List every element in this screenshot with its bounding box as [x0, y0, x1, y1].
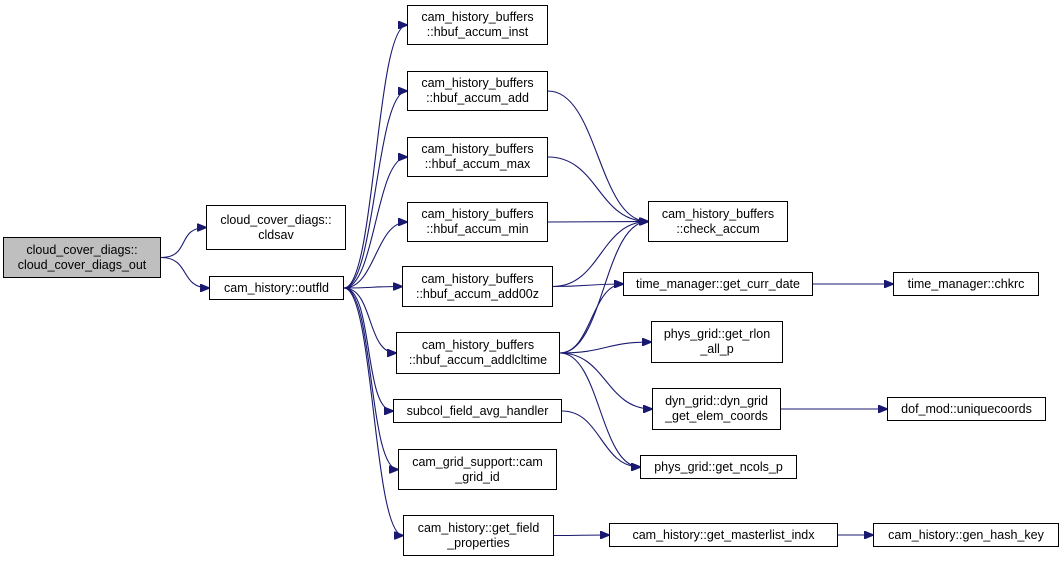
node-label-line: ::check_accum	[676, 221, 760, 236]
node-gen-hash-key[interactable]: cam_history::gen_hash_key	[873, 523, 1059, 547]
node-dyn-grid-get-elem-coords[interactable]: dyn_grid::dyn_grid _get_elem_coords	[652, 388, 781, 430]
node-label-line: time_manager::chkrc	[907, 276, 1025, 291]
node-label-line: cloud_cover_diags::	[220, 212, 332, 227]
edge-outfld-to-inst	[343, 25, 407, 289]
node-label-line: cam_history_buffers	[421, 76, 534, 90]
node-label-line: cam_history_buffers	[421, 10, 534, 24]
node-get-rlon-all-p[interactable]: phys_grid::get_rlon _all_p	[651, 321, 783, 363]
node-hbuf-accum-addlcltime[interactable]: cam_history_buffers ::hbuf_accum_addlclt…	[396, 332, 560, 374]
node-label-line: cam_history::gen_hash_key	[888, 527, 1044, 542]
node-label-line: cam_history::get_field	[417, 520, 540, 535]
edge-outfld-to-subcol	[343, 287, 393, 411]
node-label-line: dof_mod::uniquecoords	[901, 401, 1032, 416]
edge-add00z-to-check	[552, 222, 648, 288]
node-label-line: cldsav	[258, 227, 294, 242]
node-label-line: cam_history::get_masterlist_indx	[632, 527, 815, 542]
node-cldsav[interactable]: cloud_cover_diags:: cldsav	[206, 205, 346, 250]
node-label-line: _all_p	[700, 342, 734, 356]
node-hbuf-accum-inst[interactable]: cam_history_buffers ::hbuf_accum_inst	[407, 5, 548, 45]
node-subcol-field-avg-handler[interactable]: subcol_field_avg_handler	[393, 399, 562, 423]
node-chkrc[interactable]: time_manager::chkrc	[893, 272, 1039, 296]
node-label-line: cam_grid_support::cam	[412, 454, 543, 469]
node-label-line: cam_history_buffers	[421, 338, 535, 352]
node-check-accum[interactable]: cam_history_buffers ::check_accum	[648, 201, 788, 242]
edge-addlcltime-to-currdate	[559, 284, 623, 354]
node-hbuf-accum-min[interactable]: cam_history_buffers ::hbuf_accum_min	[407, 202, 548, 242]
node-hbuf-accum-add00z[interactable]: cam_history_buffers ::hbuf_accum_add00z	[402, 266, 553, 307]
node-label-line: cam_history::outfld	[224, 280, 329, 295]
node-hbuf-accum-add[interactable]: cam_history_buffers ::hbuf_accum_add	[407, 71, 548, 111]
edge-add-to-check	[547, 90, 648, 222]
edge-addlcltime-to-rlon	[559, 342, 651, 354]
node-cloud-cover-diags-out[interactable]: cloud_cover_diags:: cloud_cover_diags_ou…	[3, 237, 161, 278]
node-label-line: ::hbuf_accum_min	[426, 222, 529, 236]
node-cam-grid-id[interactable]: cam_grid_support::cam _grid_id	[398, 449, 557, 490]
edge-root-to-cldsav	[160, 228, 206, 259]
node-label-line: cam_history_buffers	[421, 207, 534, 221]
node-label-line: ::hbuf_accum_inst	[426, 25, 529, 39]
node-label-line: cam_history_buffers	[421, 271, 534, 286]
edge-outfld-to-gridid	[343, 287, 398, 470]
edge-outfld-to-getfield	[343, 287, 403, 536]
node-label-line: cam_history_buffers	[421, 142, 534, 156]
edge-outfld-to-min	[343, 222, 407, 289]
node-get-curr-date[interactable]: time_manager::get_curr_date	[623, 272, 813, 296]
edge-outfld-to-add00z	[343, 287, 402, 289]
node-label-line: ::hbuf_accum_add00z	[415, 286, 539, 301]
node-label-line: ::hbuf_accum_max	[424, 157, 531, 171]
node-label-line: time_manager::get_curr_date	[636, 276, 800, 291]
node-label-line: _properties	[447, 535, 510, 550]
node-label-line: _grid_id	[455, 469, 500, 484]
edge-subcol-to-ncols	[561, 410, 640, 467]
node-label-line: ::hbuf_accum_addlcltime	[408, 353, 548, 367]
edge-outfld-to-add	[343, 91, 407, 289]
edge-addlcltime-to-ncols	[559, 352, 640, 467]
node-label-line: ::hbuf_accum_add	[426, 91, 529, 105]
node-label-line: _get_elem_coords	[665, 409, 768, 423]
edge-outfld-to-max	[343, 157, 407, 289]
node-label-line: cam_history_buffers	[661, 206, 775, 221]
edge-min-to-check	[547, 222, 648, 223]
node-label-line: subcol_field_avg_handler	[406, 403, 549, 418]
node-hbuf-accum-max[interactable]: cam_history_buffers ::hbuf_accum_max	[407, 137, 548, 177]
node-label-line: phys_grid::get_ncols_p	[654, 459, 783, 474]
node-outfld[interactable]: cam_history::outfld	[209, 276, 344, 300]
edge-addlcltime-to-elem	[559, 352, 652, 409]
node-get-field-properties[interactable]: cam_history::get_field _properties	[403, 515, 554, 556]
node-label-line: dyn_grid::dyn_grid	[665, 394, 768, 408]
node-label-line: cloud_cover_diags::	[26, 242, 138, 257]
edge-getfield-to-masterlist	[553, 535, 609, 536]
node-uniquecoords[interactable]: dof_mod::uniquecoords	[887, 397, 1046, 421]
edge-outfld-to-addlcltime	[343, 287, 396, 353]
edge-root-to-outfld	[160, 256, 209, 289]
node-get-masterlist-indx[interactable]: cam_history::get_masterlist_indx	[609, 523, 838, 547]
node-label-line: phys_grid::get_rlon	[663, 327, 771, 341]
edge-max-to-check	[547, 156, 648, 222]
node-label-line: cloud_cover_diags_out	[17, 257, 147, 272]
node-get-ncols-p[interactable]: phys_grid::get_ncols_p	[640, 455, 797, 479]
